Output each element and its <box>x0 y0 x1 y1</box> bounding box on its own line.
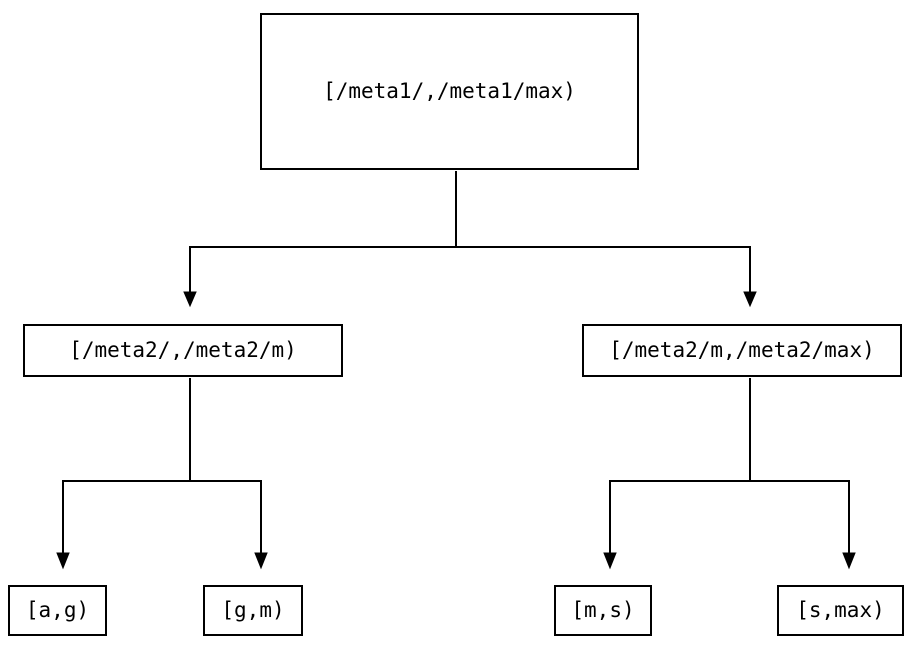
arrow-down-icon <box>183 291 197 308</box>
node-root: [/meta1/,/meta1/max) <box>260 13 639 170</box>
arrow-down-icon <box>743 291 757 308</box>
node-leaf-gm: [g,m) <box>203 585 303 636</box>
arrow-down-icon <box>254 552 268 570</box>
node-left-mid: [/meta2/,/meta2/m) <box>23 324 343 377</box>
arrow-down-icon <box>56 552 70 570</box>
arrow-down-icon <box>842 552 856 570</box>
node-leaf-ag: [a,g) <box>8 585 107 636</box>
node-leaf-ms: [m,s) <box>554 585 652 636</box>
arrow-down-icon <box>603 552 617 570</box>
node-leaf-smax: [s,max) <box>777 585 904 636</box>
node-right-mid: [/meta2/m,/meta2/max) <box>582 324 902 377</box>
